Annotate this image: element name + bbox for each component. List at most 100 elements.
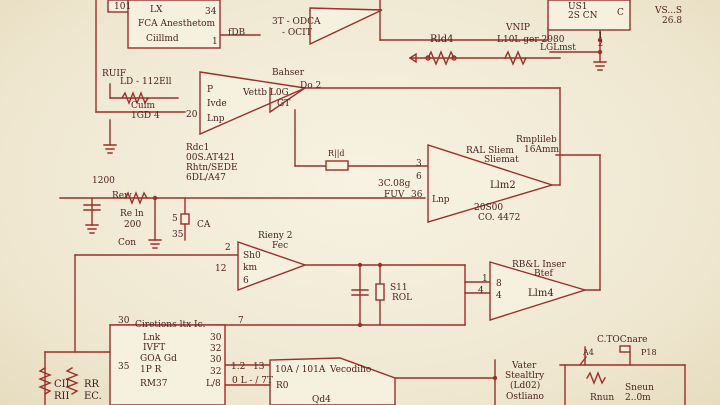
svg-text:3T - ODCA: 3T - ODCA [272,17,321,27]
svg-text:2S CN: 2S CN [568,11,598,21]
bottom-left-resistors: CII RII RR EC. [38,367,102,402]
svg-text:GT: GT [277,99,290,109]
svg-text:US1: US1 [568,2,587,12]
opamp-4: RB&L Inser Btef Llm4 1 4 8 4 [478,260,601,321]
ground-symbols [85,61,607,249]
svg-text:L/8: L/8 [206,379,221,389]
svg-text:A4: A4 [582,348,594,357]
svg-text:FCA Anesthetom: FCA Anesthetom [138,19,216,29]
svg-text:Ciillmd: Ciillmd [146,34,179,44]
svg-text:Cuim: Cuim [131,101,156,111]
svg-text:Qd4: Qd4 [312,395,331,405]
svg-text:VS...S: VS...S [654,6,682,16]
svg-text:Rld4: Rld4 [430,34,454,45]
svg-text:1GD 4: 1GD 4 [131,111,160,121]
svg-text:2: 2 [225,243,231,253]
svg-text:4: 4 [478,286,484,296]
svg-text:CII: CII [54,379,70,390]
svg-text:RAL Sliem: RAL Sliem [466,146,514,156]
svg-text:RUIF: RUIF [102,69,126,79]
svg-text:30: 30 [210,355,222,365]
svg-text:32: 32 [210,367,221,377]
svg-text:Ivde: Ivde [207,99,227,109]
svg-text:26.8: 26.8 [662,16,682,26]
svg-text:5: 5 [172,214,178,224]
svg-text:CO. 4472: CO. 4472 [478,213,520,223]
svg-text:1P R: 1P R [140,365,162,375]
svg-text:6DL/A47: 6DL/A47 [186,173,226,183]
svg-text:LGLmst: LGLmst [540,43,576,53]
svg-text:L10L ger 2980: L10L ger 2980 [497,35,565,45]
svg-text:RII: RII [54,391,69,402]
svg-text:P: P [207,85,213,95]
svg-text:VNIP: VNIP [505,23,530,33]
svg-text:200: 200 [124,220,141,230]
svg-text:GOA Gd: GOA Gd [140,354,177,364]
junction-dots [152,37,603,381]
svg-text:RB&L Inser: RB&L Inser [512,260,567,270]
svg-text:8: 8 [496,279,502,289]
svg-text:3: 3 [416,159,422,169]
svg-text:7: 7 [238,316,244,326]
ic-us1: US1 2S CN C VS...S 26.8 1 2 [547,0,682,48]
svg-text:35: 35 [118,362,130,372]
svg-text:36: 36 [411,190,423,200]
svg-text:Lnp: Lnp [207,114,225,124]
svg-text:Sneun: Sneun [625,383,654,393]
rdc1-labels: Rdc1 00S.AT421 Rhtn/SEDE 6DL/A47 [186,143,238,183]
svg-text:Btef: Btef [534,269,554,279]
svg-text:30: 30 [210,333,222,343]
svg-text:Rhtn/SEDE: Rhtn/SEDE [186,163,238,173]
svg-text:Sh0: Sh0 [243,251,261,261]
sub-labels: 20S00 CO. 4472 [474,203,520,223]
capacitor-ca: 5 CA 35 [172,197,211,241]
left-mid-network: 1200 Rew Re ln 200 Con [83,176,148,248]
svg-text:(Ld02): (Ld02) [510,380,540,391]
svg-text:FUV: FUV [384,190,405,200]
svg-text:6: 6 [416,172,422,182]
svg-text:RM37: RM37 [140,379,168,389]
svg-text:Do 2: Do 2 [300,81,321,91]
svg-text:Lnp: Lnp [432,195,450,205]
odca-block: 3T - ODCA - OCIT [272,7,383,46]
svg-text:P18: P18 [641,348,657,357]
svg-text:101: 101 [114,2,131,12]
capacitor-mid: S11 ROL [351,283,412,303]
svg-text:Vater: Vater [511,361,537,371]
svg-text:Sliemat: Sliemat [484,155,519,165]
resistor-mid: R||d [325,149,349,171]
svg-text:3C.08g: 3C.08g [378,179,411,189]
svg-text:20: 20 [186,110,198,120]
bottom-amp: 10A / 101A Vecodiho 13 0 L - / 7T R0 Qd4 [232,357,396,405]
svg-text:Rnun: Rnun [590,393,614,403]
svg-text:R||d: R||d [328,149,345,158]
svg-text:0 L - / 7T: 0 L - / 7T [232,376,273,386]
svg-text:Ostliano: Ostliano [506,392,544,402]
svg-text:Vettb L0G: Vettb L0G [242,88,289,98]
svg-text:1200: 1200 [92,176,115,186]
svg-text:1: 1 [482,274,488,284]
svg-text:ROL: ROL [392,293,412,303]
svg-text:32: 32 [210,344,221,354]
svg-text:Llm2: Llm2 [490,180,516,191]
svg-text:4: 4 [496,291,502,301]
resistor-vnip: VNIP L10L ger 2980 LGLmst [497,23,576,66]
svg-text:IVFT: IVFT [143,343,165,353]
svg-text:- OCIT: - OCIT [282,28,312,38]
svg-text:16Amm: 16Amm [524,145,559,155]
fuv-labels: 3C.08g FUV [378,179,411,200]
svg-text:Con: Con [118,238,136,248]
svg-text:Re ln: Re ln [120,209,144,219]
svg-text:Rieny 2: Rieny 2 [258,231,292,241]
svg-text:RR: RR [84,379,100,390]
svg-text:10A / 101A: 10A / 101A [275,365,326,375]
svg-text:km: km [243,263,257,273]
svg-text:20S00: 20S00 [474,203,503,213]
svg-text:Bahser: Bahser [272,68,305,78]
svg-text:LD - 112Ell: LD - 112Ell [120,77,172,87]
label-fdb: fDB [228,28,246,38]
svg-text:34: 34 [205,7,217,17]
svg-text:Rdc1: Rdc1 [186,143,209,153]
svg-text:00S.AT421: 00S.AT421 [186,153,235,163]
